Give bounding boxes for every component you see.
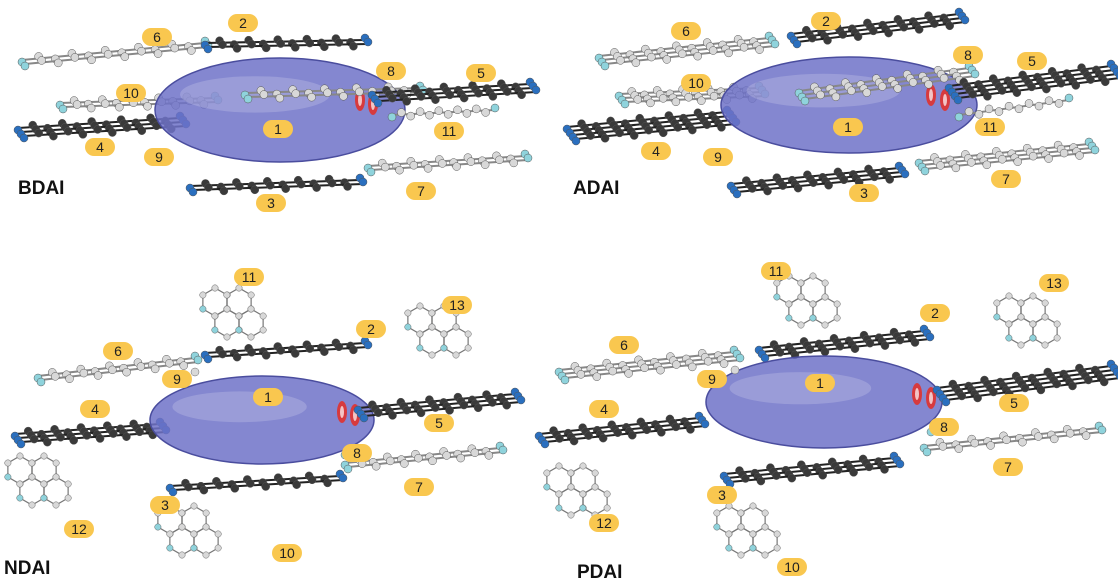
molecule-bdai-2 <box>200 33 373 54</box>
badge-adai-11: 11 <box>975 118 1005 136</box>
badge-bdai-9: 9 <box>144 148 174 166</box>
molecule-ndai-9 <box>190 367 200 377</box>
badge-bdai-5: 5 <box>466 64 496 82</box>
molecule-ndai-1 <box>149 375 375 465</box>
badge-bdai-11: 11 <box>434 122 464 140</box>
molecule-pdai-2 <box>754 324 935 363</box>
badge-bdai-1: 1 <box>263 120 293 138</box>
badge-adai-10: 10 <box>681 74 711 92</box>
molecule-pdai-6 <box>554 345 745 385</box>
badge-adai-4: 4 <box>641 142 671 160</box>
molecule-pdai-10 <box>713 502 781 559</box>
panel-label-adai: ADAI <box>573 178 620 199</box>
molecule-bdai-11 <box>387 103 500 122</box>
badge-ndai-3: 3 <box>150 496 180 514</box>
molecule-bdai-5 <box>367 77 541 108</box>
badge-pdai-1: 1 <box>805 374 835 392</box>
panel-label-pdai: PDAI <box>577 562 623 583</box>
badge-pdai-7: 7 <box>993 458 1023 476</box>
molecule-ndai-6 <box>33 351 203 387</box>
badge-ndai-4: 4 <box>80 400 110 418</box>
badge-pdai-9: 9 <box>697 370 727 388</box>
badge-adai-5: 5 <box>1017 52 1047 70</box>
molecule-adai-4 <box>562 105 741 146</box>
badge-pdai-4: 4 <box>589 400 619 418</box>
panel-adai: ADAI 1 2 3 4 5 6 7 8 9 10 11 <box>559 0 1118 290</box>
molecule-scene-ndai <box>4 284 526 559</box>
molecule-pdai-4 <box>534 411 710 449</box>
molecule-pdai-12 <box>543 462 611 519</box>
badge-pdai-10: 10 <box>777 558 807 576</box>
panel-pdai: PDAI 1 2 3 4 5 6 7 8 9 10 11 12 13 <box>534 262 1118 583</box>
badge-ndai-13: 13 <box>442 296 472 314</box>
badge-bdai-8: 8 <box>376 62 406 80</box>
badge-bdai-4: 4 <box>85 138 115 156</box>
molecule-pdai-1 <box>705 355 943 449</box>
panel-bdai: BDAI 1 2 3 4 5 6 7 8 9 10 11 <box>0 0 559 290</box>
molecule-ndai-5 <box>353 387 526 423</box>
molecule-pdai-3 <box>719 451 905 489</box>
badge-pdai-12: 12 <box>589 514 619 532</box>
molecule-bdai-3 <box>185 173 368 197</box>
badge-ndai-9: 9 <box>162 370 192 388</box>
molecule-bdai-7 <box>363 149 533 177</box>
molecule-ndai-4 <box>10 417 171 449</box>
badge-bdai-10: 10 <box>116 84 146 102</box>
panel-label-bdai: BDAI <box>18 178 65 199</box>
molecule-adai-2 <box>786 7 970 49</box>
molecule-ndai-2 <box>200 336 373 364</box>
panel-label-ndai: NDAI <box>4 558 51 579</box>
molecule-bdai-1 <box>154 57 406 163</box>
molecule-pdai-5 <box>932 359 1118 407</box>
badge-bdai-7: 7 <box>406 182 436 200</box>
badge-bdai-3: 3 <box>256 194 286 212</box>
molecule-scene-bdai <box>13 33 541 197</box>
badge-bdai-6: 6 <box>142 28 172 46</box>
badge-pdai-2: 2 <box>920 304 950 322</box>
badge-ndai-12: 12 <box>64 520 94 538</box>
badge-pdai-6: 6 <box>609 336 639 354</box>
molecule-ndai-3 <box>165 469 348 497</box>
badge-pdai-3: 3 <box>707 486 737 504</box>
badge-ndai-7: 7 <box>404 478 434 496</box>
badge-pdai-13: 13 <box>1039 274 1069 292</box>
molecule-adai-8 <box>794 61 980 106</box>
badge-adai-2: 2 <box>811 12 841 30</box>
badge-ndai-2: 2 <box>356 320 386 338</box>
badge-pdai-5: 5 <box>999 394 1029 412</box>
badge-ndai-11: 11 <box>234 268 264 286</box>
badge-pdai-8: 8 <box>929 418 959 436</box>
panel-ndai: NDAI 1 2 3 4 5 6 7 8 9 10 11 12 13 <box>0 268 559 581</box>
badge-adai-1: 1 <box>833 118 863 136</box>
badge-adai-9: 9 <box>703 148 733 166</box>
badge-adai-7: 7 <box>991 170 1021 188</box>
molecule-pdai-9 <box>730 365 740 375</box>
molecule-adai-3 <box>726 161 910 199</box>
molecule-adai-5 <box>944 59 1118 105</box>
molecule-scene-pdai <box>534 272 1118 559</box>
badge-adai-6: 6 <box>671 22 701 40</box>
molecule-ndai-12 <box>4 452 72 509</box>
molecule-pdai-13 <box>993 292 1061 349</box>
badge-pdai-11: 11 <box>761 262 791 280</box>
molecule-adai-11 <box>954 93 1074 122</box>
badge-ndai-1: 1 <box>253 388 283 406</box>
molecule-pdai-7 <box>919 421 1107 457</box>
badge-bdai-2: 2 <box>228 14 258 32</box>
badge-adai-8: 8 <box>953 46 983 64</box>
molecule-adai-7 <box>914 137 1100 176</box>
badge-ndai-5: 5 <box>424 414 454 432</box>
badge-ndai-10: 10 <box>272 544 302 562</box>
badge-adai-3: 3 <box>849 184 879 202</box>
molecule-bdai-6 <box>17 36 213 71</box>
badge-ndai-6: 6 <box>103 342 133 360</box>
badge-ndai-8: 8 <box>342 444 372 462</box>
molecule-adai-6 <box>594 31 780 71</box>
molecule-ndai-11 <box>199 284 267 341</box>
molecule-scene-adai <box>562 7 1118 199</box>
